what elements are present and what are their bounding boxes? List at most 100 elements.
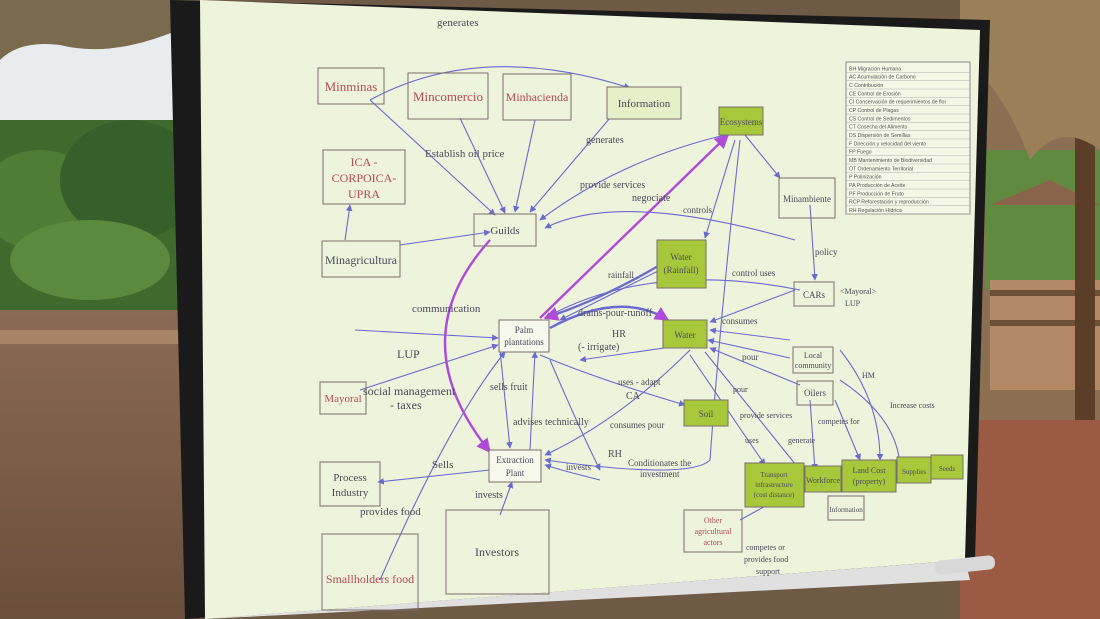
svg-text:Minagricultura: Minagricultura	[325, 253, 398, 267]
svg-text:Mayoral: Mayoral	[324, 393, 361, 405]
svg-text:consumes: consumes	[722, 316, 758, 326]
legend-row: AC Acumulación de Carbono	[849, 75, 916, 81]
svg-text:RH: RH	[608, 449, 622, 460]
legend-row: C Contribución	[849, 83, 883, 89]
svg-text:ICA -: ICA -	[351, 155, 378, 169]
node-ecosystems: Ecosystems	[718, 106, 764, 136]
svg-text:generate: generate	[788, 436, 816, 445]
node-soil: Soil	[683, 399, 729, 427]
svg-text:infrastructure: infrastructure	[755, 481, 793, 489]
svg-text:investment: investment	[640, 469, 680, 479]
legend-row: F Dirección y velocidad del viento	[849, 141, 926, 147]
svg-text:Conditionates the: Conditionates the	[628, 458, 691, 468]
node-minhacienda: Minhacienda	[502, 73, 572, 121]
svg-text:Workforce: Workforce	[806, 476, 840, 485]
svg-text:support: support	[756, 567, 781, 576]
svg-text:CARs: CARs	[803, 290, 826, 300]
svg-text:Information: Information	[829, 506, 863, 514]
legend-row: CE Control de Erosión	[849, 91, 901, 97]
svg-text:CORPOICA-: CORPOICA-	[332, 171, 397, 185]
node-workforce: Workforce	[804, 465, 842, 493]
svg-text:provides food: provides food	[744, 555, 788, 564]
svg-text:Transport: Transport	[761, 471, 788, 479]
node-process-industry: Process Industry	[319, 461, 381, 507]
legend-row: PF Producción de Fruto	[849, 191, 904, 197]
legend-row: CP Control de Plagas	[849, 108, 899, 114]
svg-text:Industry: Industry	[332, 487, 369, 499]
svg-text:plantations: plantations	[504, 337, 544, 347]
background-left	[0, 0, 200, 619]
svg-text:Local: Local	[804, 351, 823, 360]
node-other-actors: Other agricultural actors	[683, 509, 743, 553]
svg-text:provides food: provides food	[360, 506, 421, 518]
svg-text:policy: policy	[815, 247, 838, 257]
svg-text:Mincomercio: Mincomercio	[413, 89, 483, 104]
legend-row: FP Fuego	[849, 150, 872, 156]
svg-text:Smallholders food: Smallholders food	[326, 572, 414, 586]
node-minambiente: Minambiente	[778, 177, 836, 219]
legend-row: OT Ordenamiento Territorial	[849, 166, 913, 172]
svg-text:LUP: LUP	[397, 347, 420, 361]
node-oilers: Oilers	[796, 380, 834, 406]
svg-text:(- irrigate): (- irrigate)	[578, 342, 619, 353]
legend-row: BH Migración Humana	[849, 66, 901, 72]
node-transport: Transport infrastructure (cost distance)	[744, 462, 805, 508]
diagram-nodes: Minminas Mincomercio Minhacienda Informa…	[317, 67, 964, 611]
background-right	[960, 0, 1100, 619]
legend-row: CS Control de Sedimentos	[849, 116, 911, 122]
svg-text:competes or: competes or	[746, 543, 785, 552]
diagram-edges-highlight	[443, 133, 730, 454]
svg-text:uses - adapt: uses - adapt	[618, 377, 661, 387]
svg-text:Palm: Palm	[515, 325, 534, 335]
node-minagricultura: Minagricultura	[321, 240, 401, 278]
svg-text:advises technically: advises technically	[513, 417, 589, 428]
svg-text:Water: Water	[670, 252, 691, 262]
svg-text:Guilds: Guilds	[490, 225, 519, 237]
node-information-top: Information	[606, 86, 682, 120]
svg-text:HR: HR	[612, 329, 626, 340]
svg-text:consumes pour: consumes pour	[610, 420, 664, 430]
legend-table: BH Migración Humana AC Acumulación de Car…	[845, 61, 971, 215]
svg-text:CA: CA	[626, 391, 641, 402]
svg-text:agricultural: agricultural	[695, 527, 733, 536]
svg-text:Extraction: Extraction	[496, 455, 534, 465]
svg-text:- taxes: - taxes	[390, 398, 422, 412]
svg-text:controls: controls	[683, 205, 712, 215]
node-water-rainfall: Water (Rainfall)	[656, 239, 707, 289]
svg-text:sells fruit: sells fruit	[490, 382, 528, 393]
svg-text:invests: invests	[566, 462, 591, 472]
node-supplies: Supplies	[896, 456, 932, 484]
node-ica: ICA - CORPOICA- UPRA	[322, 149, 406, 205]
node-local-community: Local community	[792, 346, 834, 374]
svg-text:Water: Water	[674, 330, 695, 340]
svg-text:rainfall: rainfall	[608, 270, 634, 280]
svg-text:communication: communication	[412, 303, 481, 315]
svg-text:uses: uses	[745, 436, 759, 445]
node-information-bottom: Information	[827, 495, 865, 521]
node-water: Water	[662, 319, 708, 349]
node-guilds: Guilds	[473, 213, 537, 247]
svg-text:community: community	[795, 361, 831, 370]
svg-text:provide services: provide services	[740, 411, 792, 420]
svg-text:(cost distance): (cost distance)	[754, 491, 795, 499]
svg-text:social management: social management	[363, 384, 456, 398]
svg-text:Land Cost: Land Cost	[852, 466, 886, 475]
node-minminas: Minminas	[317, 67, 385, 105]
node-extraction: Extraction Plant	[488, 449, 542, 483]
svg-text:generates: generates	[586, 135, 624, 146]
svg-text:provide services: provide services	[580, 180, 645, 191]
svg-text:control uses: control uses	[732, 268, 776, 278]
svg-text:invests: invests	[475, 490, 503, 501]
legend-row: P Polinización	[849, 175, 882, 181]
node-smallholders: Smallholders food	[321, 533, 419, 611]
legend-row: RH Regulación Hídrica	[849, 208, 902, 214]
svg-text:Sells: Sells	[432, 459, 453, 471]
node-seeds: Seeds	[930, 454, 964, 480]
svg-text:Investors: Investors	[475, 545, 519, 559]
svg-text:(property): (property)	[853, 477, 886, 486]
svg-text:Oilers: Oilers	[804, 388, 826, 398]
legend-rows: BH Migración Humana AC Acumulación de Car…	[846, 66, 970, 215]
svg-text:Minambiente: Minambiente	[783, 194, 831, 204]
legend-row: DS Dispersión de Semillas	[849, 133, 911, 139]
